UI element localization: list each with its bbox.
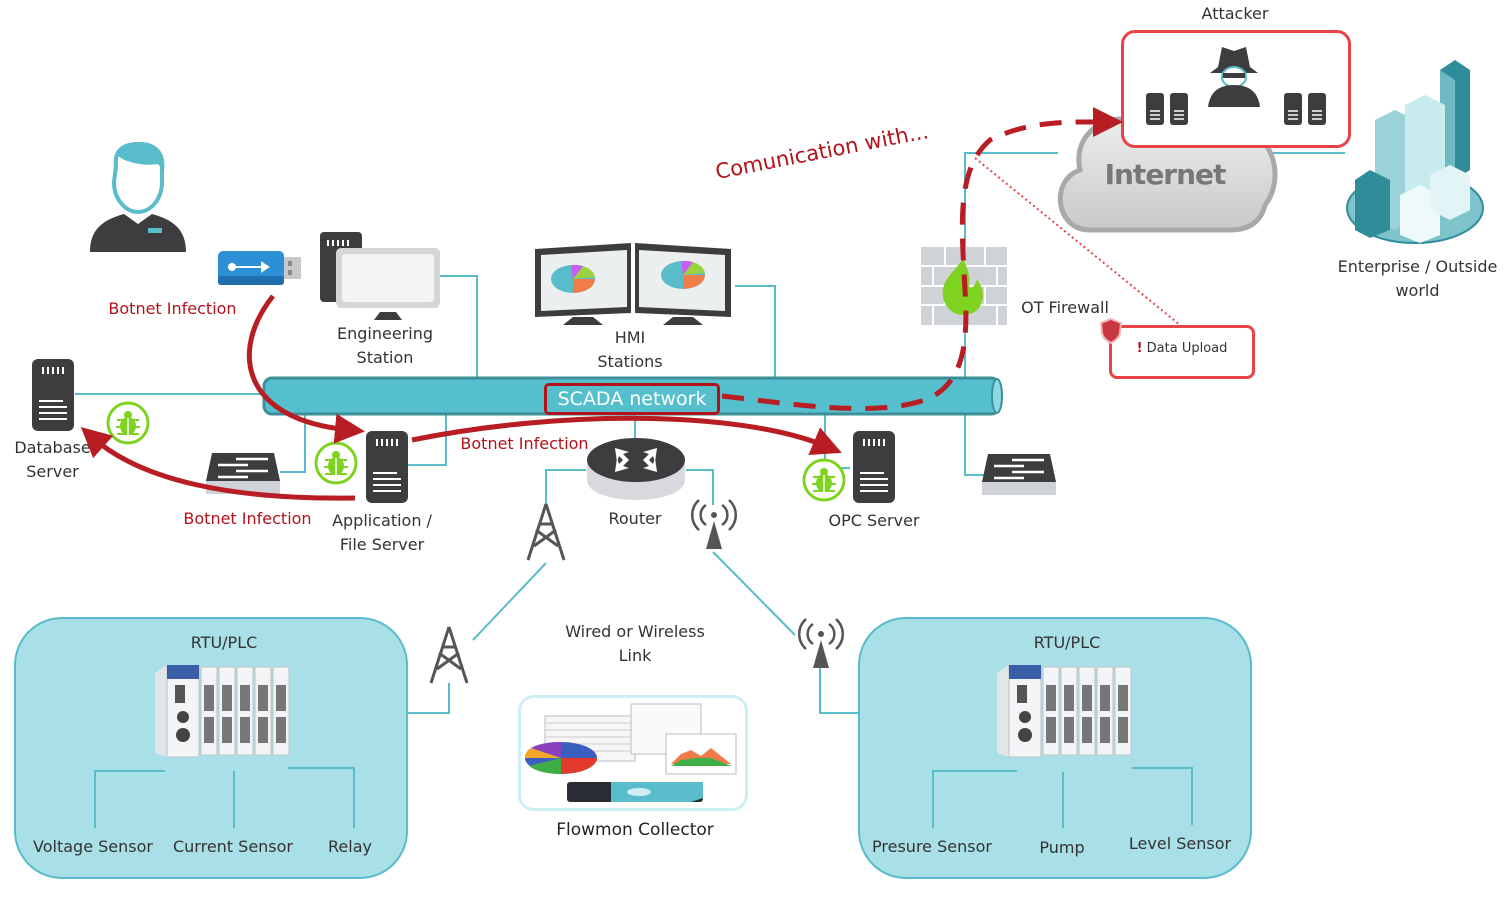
internet-label: Internet <box>1104 158 1227 191</box>
buildings-icon <box>1346 60 1484 244</box>
hmi-label-line2: Stations <box>597 352 663 371</box>
router-label: Router <box>608 509 662 528</box>
firewall-icon <box>921 247 1007 325</box>
link-hmi <box>735 285 776 378</box>
flowmon-collector-box <box>518 695 748 811</box>
app-server-label-line2: File Server <box>339 535 425 554</box>
bug-icon-opc-server <box>802 458 846 502</box>
bug-icon-database <box>106 401 150 445</box>
scada-network-label: SCADA network <box>557 388 707 410</box>
plc-icon-right <box>997 665 1132 758</box>
flowmon-collector-icon <box>524 703 737 802</box>
rtu-left-device-2: Current Sensor <box>172 837 294 856</box>
database-label-line1: Database <box>14 438 91 457</box>
hmi-stations-icon <box>535 243 731 325</box>
link-app-server <box>408 414 447 466</box>
opc-server-icon <box>853 431 895 503</box>
link-label-line2: Link <box>618 646 652 665</box>
rtu-right-title: RTU/PLC <box>1033 633 1101 652</box>
attacker-label: Attacker <box>1201 4 1269 23</box>
engineering-label-line2: Station <box>356 348 414 367</box>
attacker-servers-right-icon <box>1284 93 1326 125</box>
rtu-left-device-3: Relay <box>328 837 372 856</box>
data-upload-dotted-line <box>974 157 1181 326</box>
link-engineering <box>440 275 478 378</box>
data-upload-label: Data Upload <box>1146 341 1228 356</box>
hmi-label-line1: HMI <box>614 328 646 347</box>
switch-right-icon <box>982 454 1056 495</box>
database-label-line2: Server <box>26 462 79 481</box>
rtu-left-title: RTU/PLC <box>190 633 258 652</box>
rtu-right-device-2: Pump <box>1039 838 1085 857</box>
alert-mark: ! <box>1136 341 1143 356</box>
link-router-antenna <box>686 469 714 505</box>
tower-icon-lower <box>429 626 469 684</box>
flowmon-label: Flowmon Collector <box>556 820 714 840</box>
router-icon <box>587 438 685 500</box>
link-antenna-antenna <box>712 551 796 636</box>
enterprise-label-line2: world <box>1395 281 1440 300</box>
rtu-right-device-1: Presure Sensor <box>872 837 992 856</box>
link-switch-right <box>964 414 985 476</box>
rtu-left-device-1: Voltage Sensor <box>33 837 153 856</box>
link-tower-tower <box>472 562 547 641</box>
antenna-icon-lower <box>797 618 845 668</box>
link-switch-left <box>280 414 306 473</box>
usb-infection-label: Botnet Infection <box>108 299 237 318</box>
antenna-icon-upper <box>690 499 738 549</box>
data-upload-alert: ! Data Upload <box>1109 325 1255 379</box>
attacker-servers-left-icon <box>1146 93 1188 125</box>
enterprise-label-line1: Enterprise / Outside <box>1337 257 1498 276</box>
tower-icon-upper <box>526 503 566 561</box>
engineering-station-icon <box>320 232 440 320</box>
attacker-box <box>1121 30 1351 148</box>
switch-left-icon <box>206 453 280 494</box>
engineering-label-line1: Engineering <box>337 324 433 343</box>
scada-network-label-box: SCADA network <box>544 383 720 415</box>
link-firewall-internet <box>964 152 1058 248</box>
user-icon <box>90 142 186 252</box>
link-label-line1: Wired or Wireless <box>565 622 705 641</box>
rtu-right-device-3: Level Sensor <box>1128 834 1232 853</box>
spy-icon <box>1208 47 1260 107</box>
infection-label-to-opc: Botnet Infection <box>460 434 589 453</box>
app-server-label-line1: Application / <box>332 511 432 530</box>
link-router-tower <box>545 469 586 505</box>
firewall-label: OT Firewall <box>1021 298 1109 317</box>
plc-icon-left <box>155 665 290 758</box>
opc-server-label: OPC Server <box>828 511 920 530</box>
rtu-left-links <box>94 767 355 828</box>
usb-icon <box>218 251 301 285</box>
infection-label-to-db: Botnet Infection <box>183 509 312 528</box>
bug-icon-app-server <box>314 441 358 485</box>
app-server-icon <box>366 431 408 503</box>
shield-icon <box>1100 318 1122 344</box>
database-server-icon <box>32 359 74 431</box>
rtu-right-links <box>932 767 1193 828</box>
